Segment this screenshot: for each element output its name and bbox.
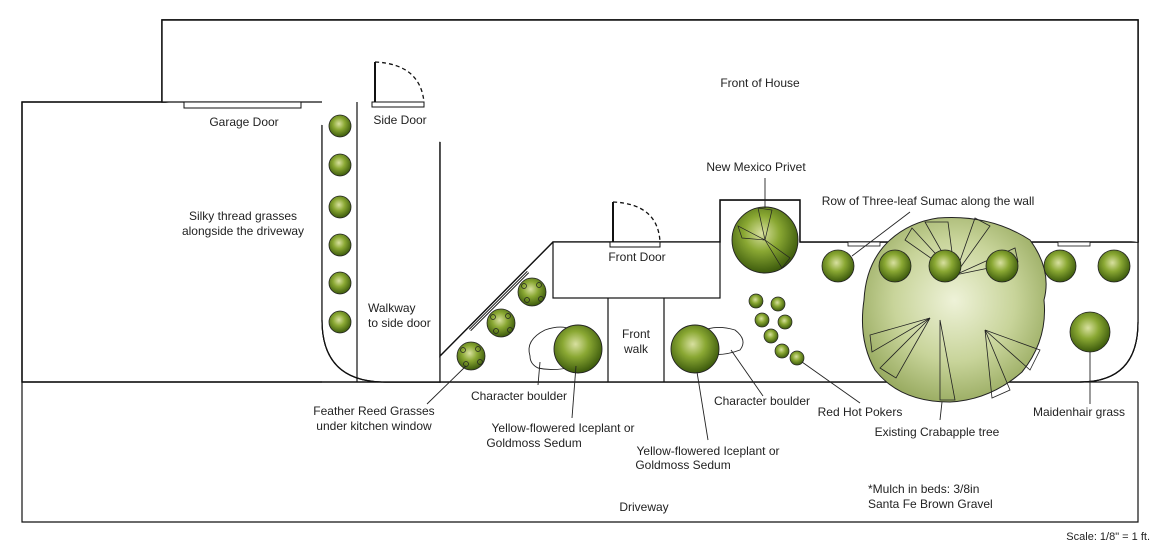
label-boulder-right: Character boulder (714, 394, 810, 408)
side-door-swing-icon (374, 61, 425, 103)
label-sumac: Row of Three-leaf Sumac along the wall (822, 194, 1035, 208)
shrub-icon (985, 249, 1019, 283)
iceplant-right-icon (670, 324, 720, 374)
label-iceplant-left-1: Yellow-flowered Iceplant or (492, 421, 635, 435)
shrub-icon (928, 249, 962, 283)
label-driveway: Driveway (619, 500, 668, 514)
label-front-door: Front Door (608, 250, 665, 264)
label-iceplant-left-2: Goldmoss Sedum (486, 436, 581, 450)
iceplant-left-icon (553, 324, 603, 374)
label-scale: Scale: 1/8" = 1 ft. (1066, 531, 1150, 543)
label-boulder-left: Character boulder (471, 389, 567, 403)
grass-clump-icon (328, 233, 352, 257)
label-walkway-line-2: to side door (368, 316, 431, 330)
label-silky-line-1: Silky thread grasses (189, 209, 297, 223)
red-hot-pokers (748, 293, 805, 366)
grass-clump-icon (328, 114, 352, 138)
label-front-of-house: Front of House (720, 76, 800, 90)
label-crabapple: Existing Crabapple tree (875, 425, 1000, 439)
leader-lines (426, 178, 1091, 441)
grass-clump-icon (456, 341, 486, 371)
label-walkway-line-1: Walkway (368, 301, 416, 315)
label-silky-line-2: alongside the driveway (182, 224, 304, 238)
label-mulch-2: Santa Fe Brown Gravel (868, 497, 993, 511)
grass-clump-icon (328, 153, 352, 177)
label-iceplant-right-1: Yellow-flowered Iceplant or (637, 444, 780, 458)
silky-thread-grasses (328, 114, 352, 334)
label-front-walk-2: walk (623, 342, 649, 356)
label-maidenhair: Maidenhair grass (1033, 405, 1125, 419)
three-leaf-sumac-row (821, 249, 1131, 283)
maidenhair-grass-icon (1069, 311, 1111, 353)
front-door (609, 241, 661, 248)
label-mulch-1: *Mulch in beds: 3/8in (868, 482, 979, 496)
grass-clump-icon (328, 271, 352, 295)
label-side-door: Side Door (373, 113, 426, 127)
feather-reed-grasses (456, 277, 547, 371)
shrub-icon (878, 249, 912, 283)
garage-door (183, 101, 302, 109)
grass-clump-icon (328, 195, 352, 219)
label-garage-door: Garage Door (209, 115, 278, 129)
label-front-walk-1: Front (622, 327, 651, 341)
shrub-icon (1043, 249, 1077, 283)
label-red-hot: Red Hot Pokers (818, 405, 903, 419)
label-iceplant-right-2: Goldmoss Sedum (635, 458, 730, 472)
label-feather-1: Feather Reed Grasses (313, 404, 434, 418)
new-mexico-privet-icon (731, 206, 799, 274)
shrub-icon (1097, 249, 1131, 283)
grass-clump-icon (328, 310, 352, 334)
shrub-icon (821, 249, 855, 283)
grass-clump-icon (517, 277, 547, 307)
crabapple-tree-icon (861, 217, 1047, 403)
label-feather-2: under kitchen window (316, 419, 432, 433)
side-door (371, 101, 425, 108)
grass-clump-icon (486, 308, 516, 338)
front-door-swing-icon (612, 201, 661, 243)
label-nm-privet: New Mexico Privet (706, 160, 806, 174)
